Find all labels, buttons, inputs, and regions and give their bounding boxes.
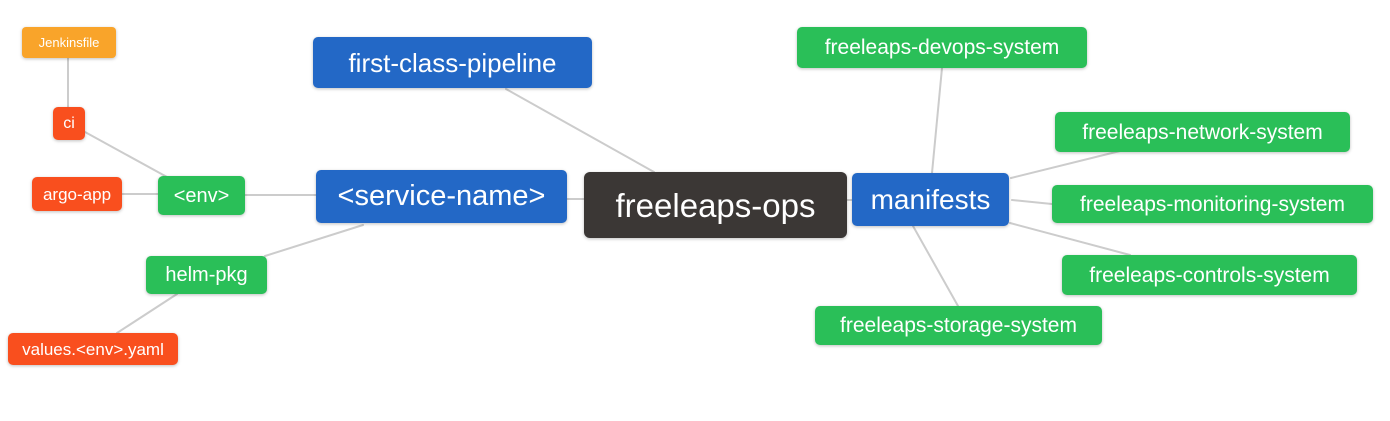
edge-manifests-monitoring-system <box>1011 199 1053 205</box>
edge-manifests-controls-system <box>1009 222 1131 256</box>
edge-service-name-helm-pkg <box>264 224 364 257</box>
node-helm-pkg[interactable]: helm-pkg <box>146 256 267 294</box>
node-freeleaps-network-system[interactable]: freeleaps-network-system <box>1055 112 1350 152</box>
node-first-class-pipeline[interactable]: first-class-pipeline <box>313 37 592 88</box>
edge-manifests-network-system <box>1010 150 1121 179</box>
edge-manifests-storage-system <box>912 225 959 307</box>
node-freeleaps-monitoring-system[interactable]: freeleaps-monitoring-system <box>1052 185 1373 223</box>
node-ci[interactable]: ci <box>53 107 85 140</box>
node-env[interactable]: <env> <box>158 176 245 215</box>
edge-helm-pkg-values <box>116 293 178 334</box>
edge-first-class-pipeline-root <box>505 88 655 173</box>
edge-manifests-devops-system <box>931 67 943 174</box>
node-jenkinsfile[interactable]: Jenkinsfile <box>22 27 116 58</box>
node-freeleaps-devops-system[interactable]: freeleaps-devops-system <box>797 27 1087 68</box>
node-freeleaps-controls-system[interactable]: freeleaps-controls-system <box>1062 255 1357 295</box>
node-root-freeleaps-ops[interactable]: freeleaps-ops <box>584 172 847 238</box>
node-freeleaps-storage-system[interactable]: freeleaps-storage-system <box>815 306 1102 345</box>
node-argo-app[interactable]: argo-app <box>32 177 122 211</box>
node-manifests[interactable]: manifests <box>852 173 1009 226</box>
node-service-name[interactable]: <service-name> <box>316 170 567 223</box>
edge-ci-env <box>84 131 168 178</box>
node-values-env-yaml[interactable]: values.<env>.yaml <box>8 333 178 365</box>
